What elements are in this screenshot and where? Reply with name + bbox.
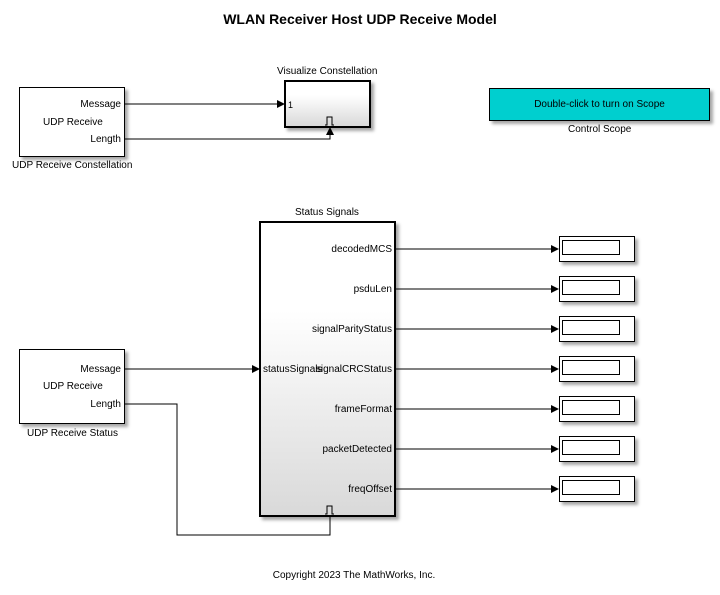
output-port-signal-parity-status: signalParityStatus: [311, 324, 392, 335]
port-length: Length: [90, 399, 121, 410]
input-port-status-signals: statusSignals: [263, 364, 323, 375]
control-scope-name: Control Scope: [568, 124, 632, 135]
display-value: [562, 440, 620, 455]
pulse-trigger-icon: [325, 505, 334, 515]
wire-constellation-length[interactable]: [125, 127, 334, 140]
output-port-frame-format: frameFormat: [334, 404, 392, 415]
udp-receive-status-name: UDP Receive Status: [27, 428, 118, 439]
display-value: [562, 400, 620, 415]
display-value: [562, 360, 620, 375]
udp-receive-constellation-name: UDP Receive Constellation: [12, 160, 133, 171]
status-signals-block[interactable]: statusSignals decodedMCS psduLen signalP…: [259, 221, 396, 517]
port-message: Message: [80, 99, 121, 110]
display-value: [562, 320, 620, 335]
output-port-signal-crc-status: signalCRCStatus: [315, 364, 392, 375]
display-signal-crc-status[interactable]: [559, 356, 635, 382]
port-length: Length: [90, 134, 121, 145]
status-signals-name: Status Signals: [295, 207, 359, 218]
display-value: [562, 280, 620, 295]
copyright: Copyright 2023 The MathWorks, Inc.: [272, 570, 436, 581]
model-title: WLAN Receiver Host UDP Receive Model: [223, 11, 497, 27]
port-message: Message: [80, 364, 121, 375]
output-port-freq-offset: freqOffset: [348, 484, 392, 495]
display-freq-offset[interactable]: [559, 476, 635, 502]
visualize-constellation-block[interactable]: 1: [284, 80, 371, 128]
output-port-decoded-mcs: decodedMCS: [331, 244, 392, 255]
display-signal-parity-status[interactable]: [559, 316, 635, 342]
block-label: UDP Receive: [43, 117, 103, 128]
udp-receive-status-block[interactable]: Message UDP Receive Length: [19, 349, 125, 424]
output-port-psdu-len: psduLen: [353, 284, 392, 295]
display-decoded-mcs[interactable]: [559, 236, 635, 262]
display-value: [562, 240, 620, 255]
pulse-trigger-icon: [325, 116, 334, 126]
display-packet-detected[interactable]: [559, 436, 635, 462]
control-scope-label: Double-click to turn on Scope: [534, 99, 665, 110]
display-psdu-len[interactable]: [559, 276, 635, 302]
input-port-1: 1: [288, 100, 294, 110]
udp-receive-constellation-block[interactable]: Message UDP Receive Length: [19, 87, 125, 157]
control-scope-button[interactable]: Double-click to turn on Scope: [489, 88, 710, 121]
wire-status-length[interactable]: [125, 403, 334, 536]
visualize-constellation-name: Visualize Constellation: [277, 66, 378, 77]
output-port-packet-detected: packetDetected: [322, 444, 393, 455]
block-label: UDP Receive: [43, 381, 103, 392]
display-value: [562, 480, 620, 495]
display-frame-format[interactable]: [559, 396, 635, 422]
